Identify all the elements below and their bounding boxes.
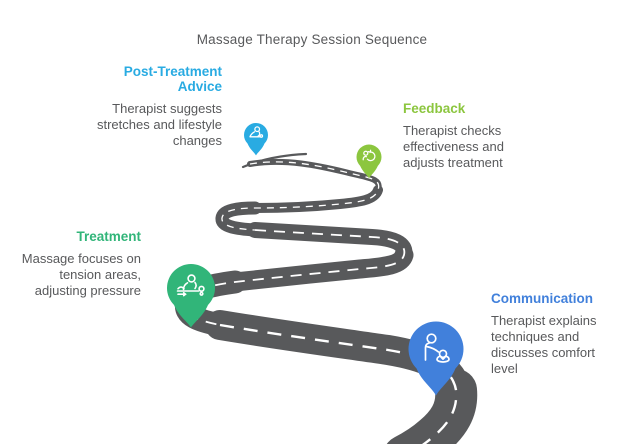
adjustment-icon [362,149,376,162]
diagram-title: Massage Therapy Session Sequence [196,32,428,47]
step-communication: Communication Therapist explains techniq… [491,291,615,377]
pin-shape [356,144,382,179]
step-feedback: Feedback Therapist checks effectiveness … [403,101,529,171]
step-treatment: Treatment Massage focuses on tension are… [13,229,141,299]
stretch-icon [249,126,264,138]
road-surface [175,152,478,444]
step-post-treatment: Post-Treatment Advice Therapist suggests… [92,64,222,149]
step-heading: Post-Treatment Advice [123,64,222,94]
conversation-icon [424,333,450,363]
step-heading: Communication [491,291,594,306]
pin-shape [167,263,215,328]
pin-post-treatment [244,123,268,156]
pin-shape [244,123,268,156]
pin-treatment [167,263,215,328]
step-description: Massage focuses on tension areas, adjust… [21,251,141,298]
pin-shape [408,321,464,396]
massage-table-icon [176,274,205,297]
step-description: Therapist explains techniques and discus… [491,313,597,376]
pin-feedback [356,144,382,179]
step-heading: Feedback [403,101,466,116]
step-description: Therapist checks effectiveness and adjus… [403,123,504,170]
step-heading: Treatment [76,229,141,244]
pin-communication [408,321,464,396]
step-description: Therapist suggests stretches and lifesty… [96,101,222,148]
